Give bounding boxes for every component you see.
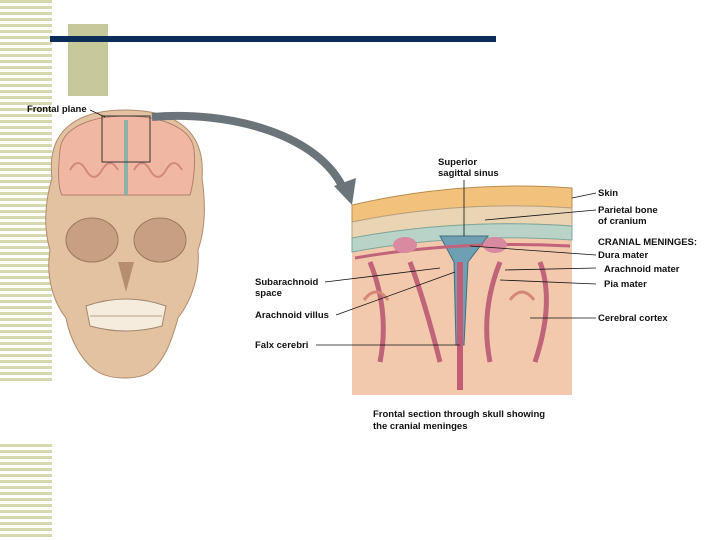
label-parietal-bone-line2: of cranium [598, 216, 647, 227]
label-arachnoid-villus: Arachnoid villus [255, 310, 329, 321]
label-cerebral-cortex: Cerebral cortex [598, 313, 668, 324]
label-dura-mater: Dura mater [598, 250, 648, 261]
caption-line2: the cranial meninges [373, 421, 468, 432]
section-illustration [352, 186, 572, 395]
label-skin: Skin [598, 188, 618, 199]
caption-line1: Frontal section through skull showing [373, 409, 545, 420]
label-subarachnoid-space-line2: space [255, 288, 282, 299]
skull-illustration [46, 110, 205, 378]
label-pia-mater: Pia mater [604, 279, 647, 290]
label-arachnoid-mater: Arachnoid mater [604, 264, 680, 275]
label-superior-sagittal-sinus-line2: sagittal sinus [438, 168, 499, 179]
label-superior-sagittal-sinus-line1: Superior [438, 157, 477, 168]
label-subarachnoid-space-line1: Subarachnoid [255, 277, 318, 288]
label-cranial-meninges: CRANIAL MENINGES: [598, 237, 697, 248]
label-parietal-bone-line1: Parietal bone [598, 205, 658, 216]
label-falx-cerebri: Falx cerebri [255, 340, 308, 351]
label-frontal-plane: Frontal plane [27, 104, 87, 115]
